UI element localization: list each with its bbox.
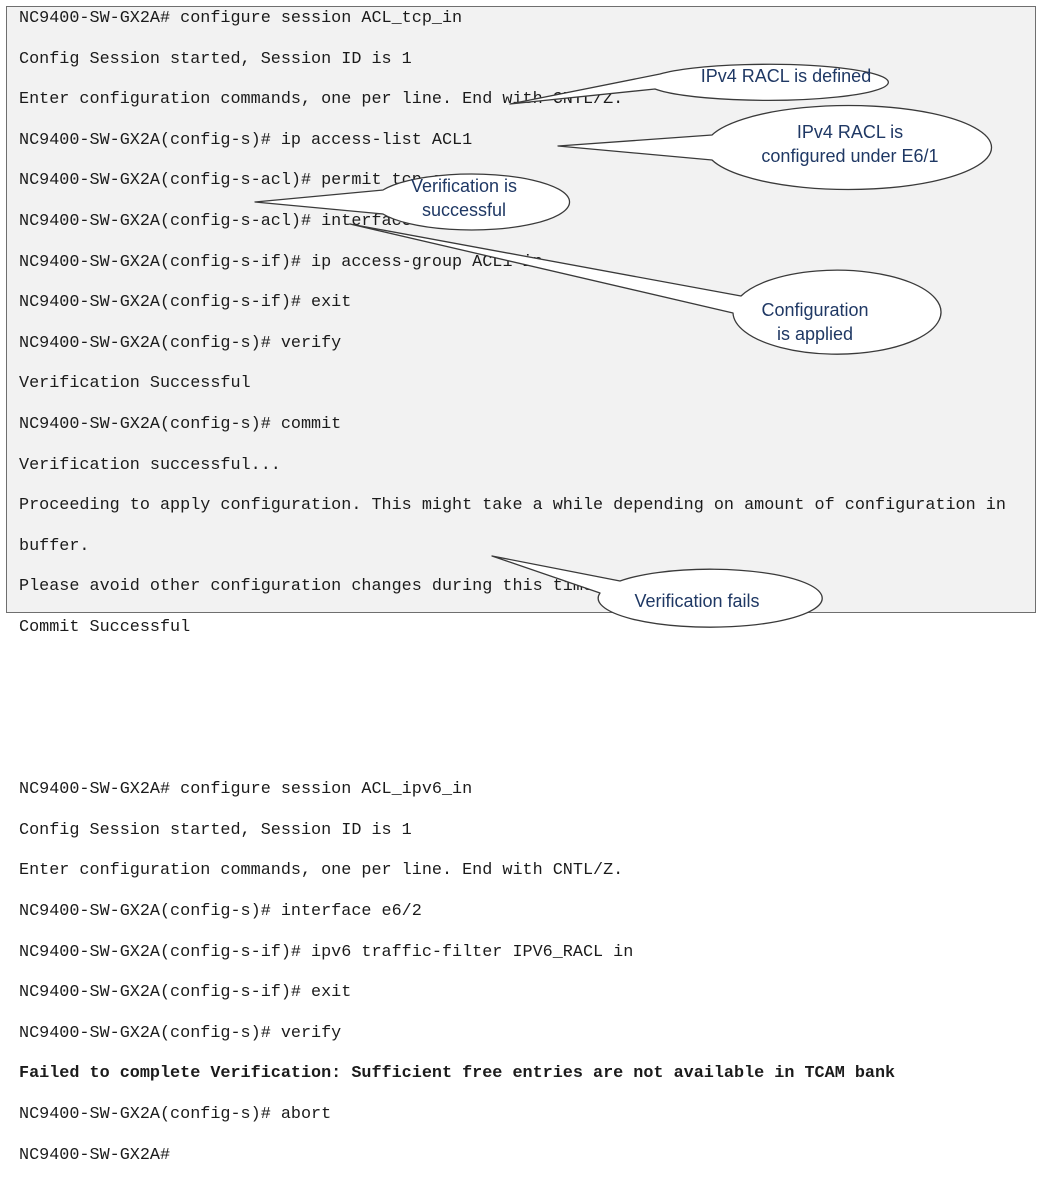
terminal-line: Commit Successful [19, 617, 191, 637]
terminal-line [19, 740, 1006, 760]
callout-bubble-ipv4-configured [557, 104, 993, 191]
terminal-line: NC9400-SW-GX2A(config-s)# verify [19, 1023, 342, 1043]
terminal-line: NC9400-SW-GX2A# configure session ACL_tc… [19, 9, 463, 28]
callout-applied: Configuration is applied [711, 298, 919, 346]
callout-verify-ok-line1: Verification is [410, 176, 518, 196]
terminal-line: NC9400-SW-GX2A(config-s-if)# ipv6 traffi… [19, 942, 634, 962]
callout-ipv4-configured-line1: IPv4 RACL is [796, 122, 904, 142]
terminal-line: NC9400-SW-GX2A# [19, 1145, 171, 1165]
callout-verify-fail: Verification fails [585, 589, 809, 613]
terminal-line: NC9400-SW-GX2A(config-s-if)# ip access-g… [19, 252, 543, 272]
callout-bubble-verify-ok [254, 173, 571, 231]
terminal-line: NC9400-SW-GX2A(config-s)# verify [19, 333, 342, 353]
callout-verify-ok: Verification is successful [366, 174, 562, 222]
terminal-line: Enter configuration commands, one per li… [19, 90, 624, 110]
terminal-line: NC9400-SW-GX2A(config-s-if)# exit [19, 293, 352, 313]
terminal-line [19, 699, 1006, 719]
terminal-line: NC9400-SW-GX2A(config-s)# commit [19, 414, 342, 434]
callout-ipv4-defined-text: IPv4 RACL is defined [700, 66, 872, 86]
terminal-line: Config Session started, Session ID is 1 [19, 49, 412, 69]
terminal-line: Enter configuration commands, one per li… [19, 861, 624, 881]
callout-verify-fail-text: Verification fails [634, 591, 760, 611]
callout-shapes [254, 63, 993, 628]
terminal-line [19, 659, 1006, 679]
terminal-line: NC9400-SW-GX2A(config-s-if)# exit [19, 983, 352, 1003]
terminal-line: Verification Successful [19, 374, 251, 394]
callout-bubble-applied [349, 223, 942, 355]
callout-ipv4-configured-line2: configured under E6/1 [761, 146, 939, 166]
terminal-line: NC9400-SW-GX2A(config-s)# abort [19, 1105, 332, 1125]
callout-bubble-verify-fail [491, 555, 823, 628]
terminal-error-line: Failed to complete Verification: Suffici… [19, 1064, 896, 1084]
terminal-line: NC9400-SW-GX2A(config-s)# ip access-list… [19, 130, 473, 150]
terminal-line: Proceeding to apply configuration. This … [19, 496, 1006, 516]
callout-applied-line1: Configuration [761, 300, 869, 320]
callout-bubble-ipv4-defined [509, 63, 889, 105]
terminal-line: NC9400-SW-GX2A(config-s)# interface e6/2 [19, 902, 422, 922]
callout-verify-ok-line2: successful [421, 200, 507, 220]
terminal-line: Config Session started, Session ID is 1 [19, 820, 412, 840]
callout-ipv4-configured: IPv4 RACL is configured under E6/1 [707, 120, 993, 168]
callout-ipv4-defined: IPv4 RACL is defined [654, 64, 918, 88]
callout-applied-line2: is applied [776, 324, 854, 344]
terminal-line: Verification successful... [19, 455, 281, 475]
terminal-line: buffer. [19, 536, 90, 556]
terminal-line: NC9400-SW-GX2A# configure session ACL_ip… [19, 780, 473, 800]
